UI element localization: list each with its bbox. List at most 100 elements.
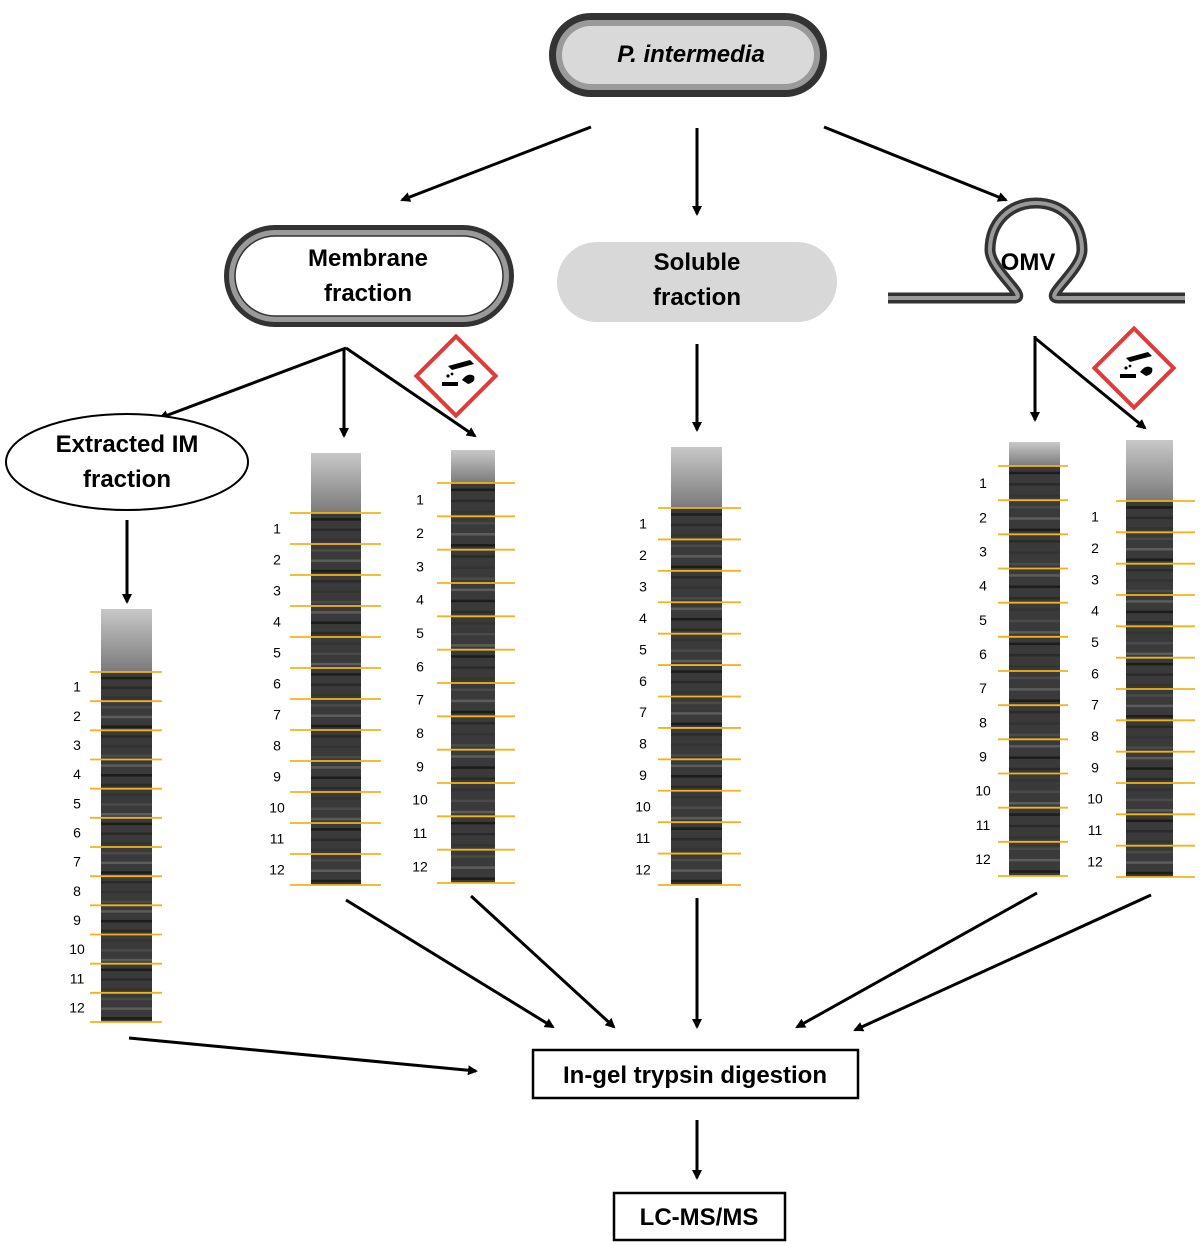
gel-band	[451, 644, 495, 647]
gel-band	[671, 597, 722, 600]
gel-band	[1126, 871, 1173, 875]
slice-label: 5	[639, 641, 647, 657]
arrow-to-membrane	[400, 125, 592, 202]
gel-band	[311, 859, 361, 862]
gel-band	[451, 499, 495, 503]
gel-band	[1009, 710, 1060, 714]
gel-band	[671, 795, 722, 799]
slice-label: 9	[979, 748, 987, 764]
gel-band	[671, 565, 722, 569]
gel-band	[311, 735, 361, 738]
gel-band	[101, 987, 152, 991]
gel-band	[671, 701, 722, 705]
gel-band	[311, 807, 361, 810]
gel-band	[451, 533, 495, 536]
gel-band	[101, 715, 152, 719]
extracted-im-label-line1: Extracted IM	[56, 431, 199, 458]
gel-band	[1009, 631, 1060, 634]
gel-band	[311, 611, 361, 614]
gel-band	[101, 822, 152, 826]
gel-band	[1126, 537, 1173, 541]
gel-band	[101, 929, 152, 933]
gel-band	[1126, 568, 1173, 572]
gel-band	[451, 544, 495, 547]
gel-band	[1009, 722, 1060, 725]
gel-band	[1009, 653, 1060, 657]
gel-band	[311, 704, 361, 707]
gel-band	[1126, 777, 1173, 781]
gel-band	[451, 755, 495, 758]
gel-band	[1009, 494, 1060, 497]
slice-label: 4	[979, 578, 987, 594]
slice-label: 12	[69, 999, 85, 1015]
extracted-im-label-line2: fraction	[83, 466, 171, 493]
gel-band	[1009, 767, 1060, 771]
gel-band	[451, 655, 495, 658]
gel-band	[451, 488, 495, 492]
gel-band	[1009, 551, 1060, 554]
gel-band	[311, 714, 361, 717]
gel-band	[671, 722, 722, 726]
gel-band	[1009, 836, 1060, 839]
gel-band	[1009, 688, 1060, 691]
gel-band	[671, 743, 722, 747]
gel-band	[101, 861, 152, 865]
arrow-mem2-to-digestion	[469, 894, 616, 1029]
slice-label: 12	[1087, 853, 1103, 869]
slice-label: 8	[979, 714, 987, 730]
gel-band	[101, 997, 152, 1001]
slice-label: 4	[273, 614, 281, 630]
gel-band	[1009, 676, 1060, 680]
gel-band	[1126, 861, 1173, 864]
gel-band	[1126, 548, 1173, 551]
arrow-to-membrane-lane-2	[345, 346, 477, 438]
slice-label: 2	[273, 552, 281, 568]
gel-band	[311, 817, 361, 821]
gel-band	[311, 745, 361, 748]
gel-band	[1126, 704, 1173, 708]
gel-band	[451, 710, 495, 714]
gel-band	[1126, 662, 1173, 666]
slice-label: 7	[273, 707, 281, 723]
gel-band	[1126, 589, 1173, 593]
gel-band	[451, 677, 495, 680]
gel-band	[671, 638, 722, 642]
gel-band	[311, 693, 361, 697]
gel-band	[1126, 809, 1173, 812]
gel-band	[101, 851, 152, 855]
gel-band	[1009, 824, 1060, 828]
gel-band	[451, 733, 495, 736]
gel-band	[451, 521, 495, 525]
gel-band	[671, 848, 722, 851]
gel-band	[1126, 736, 1173, 739]
slice-label: 1	[416, 492, 424, 508]
gel-band	[671, 827, 722, 830]
slice-label: 2	[73, 708, 81, 724]
gel-band	[311, 755, 361, 759]
gel-band	[451, 877, 495, 880]
gel-band	[671, 785, 722, 789]
gel-band	[1126, 840, 1173, 843]
gel-band	[101, 968, 152, 972]
gel-band	[311, 600, 361, 604]
slice-label: 11	[1088, 822, 1103, 838]
gel-well	[311, 453, 361, 513]
gel-band	[1126, 610, 1173, 614]
gel-band	[451, 633, 495, 636]
gel-band	[671, 513, 722, 516]
gel-band	[451, 788, 495, 792]
slice-label: 8	[1091, 728, 1099, 744]
gel-band	[671, 816, 722, 820]
gel-band	[671, 576, 722, 579]
gel-band	[101, 871, 152, 874]
gel-band	[101, 793, 152, 797]
gel-band	[101, 725, 152, 728]
gel-band	[1126, 788, 1173, 791]
gel-band	[671, 858, 722, 862]
gel-band	[101, 881, 152, 884]
gel-band	[1126, 652, 1173, 655]
gel-band	[671, 775, 722, 778]
slice-label: 10	[69, 941, 85, 957]
slice-label: 8	[416, 725, 424, 741]
